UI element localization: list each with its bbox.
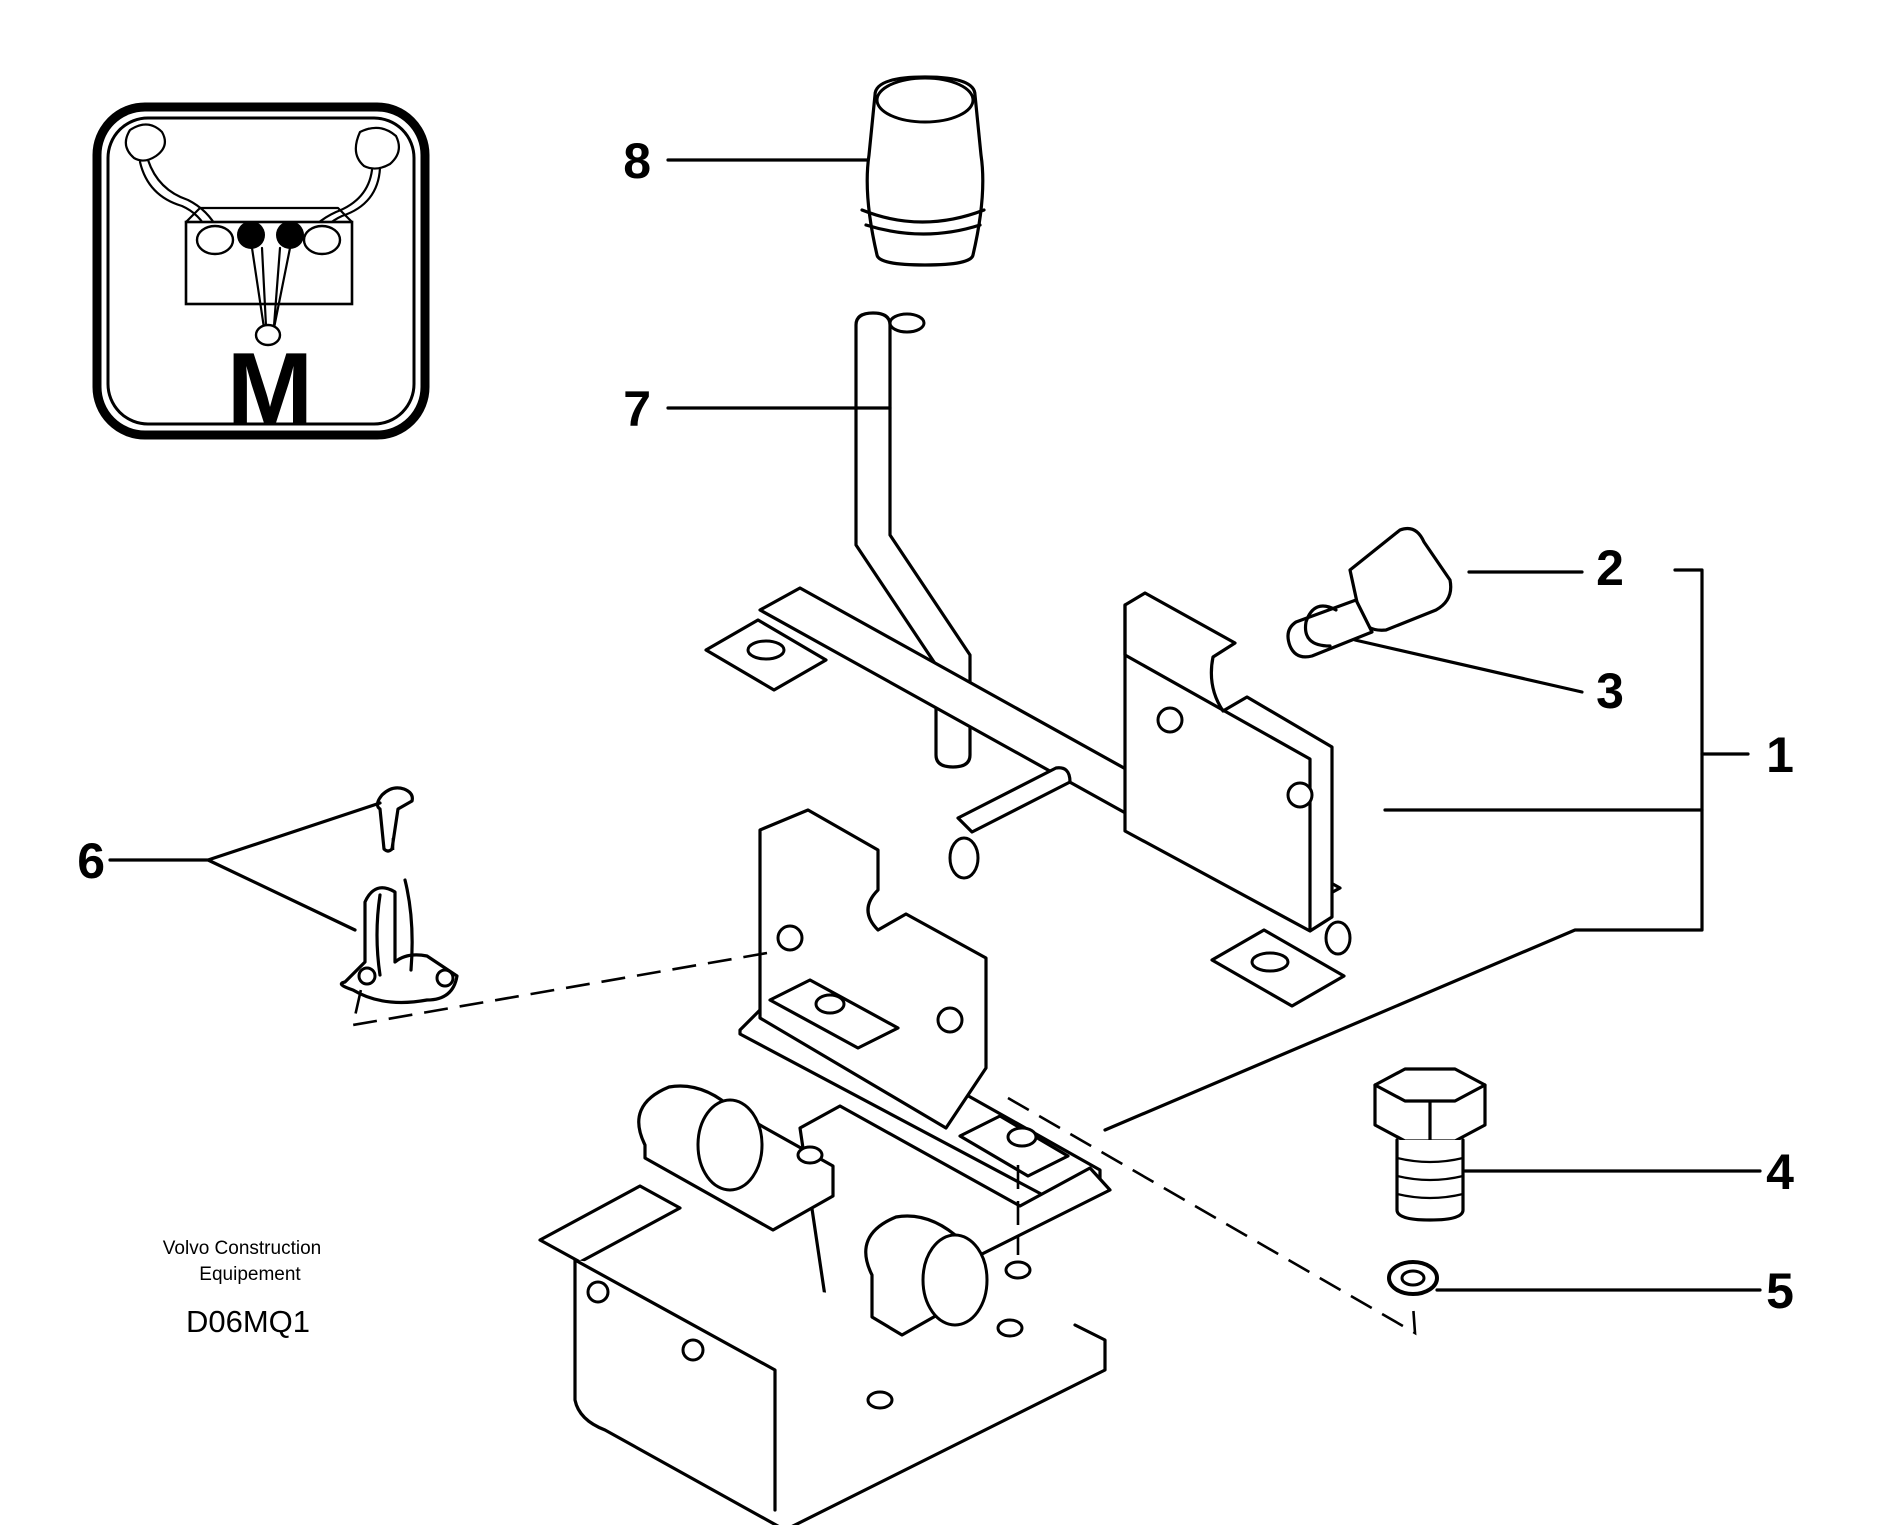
control-levers-icon: M xyxy=(92,102,430,448)
knob-part-8 xyxy=(860,75,986,267)
pivot-block-upper xyxy=(1123,591,1334,933)
hinge-base xyxy=(538,1084,1112,1525)
publisher-credit: Volvo Construction Equipement D06MQ1 xyxy=(163,1238,321,1339)
credit-line-1: Volvo Construction xyxy=(163,1238,321,1259)
clip-part-6 xyxy=(339,786,459,1005)
icon-letter: M xyxy=(227,332,314,448)
callout-1: 1 xyxy=(1766,727,1794,783)
bolt-part-2 xyxy=(1286,526,1453,659)
assembly-lines xyxy=(351,838,1417,1336)
diagram-code: D06MQ1 xyxy=(186,1304,310,1339)
callout-3: 3 xyxy=(1596,663,1624,719)
washer-part-5 xyxy=(1387,1260,1439,1296)
callout-8: 8 xyxy=(623,133,651,189)
credit-line-2: Equipement xyxy=(199,1264,301,1285)
bolt-part-4 xyxy=(1373,1067,1487,1222)
callout-5: 5 xyxy=(1766,1263,1794,1319)
leader-lines xyxy=(108,158,1762,1292)
callout-labels: 8 7 6 2 3 1 4 5 xyxy=(77,133,1794,1319)
mounting-plate xyxy=(738,808,1102,1206)
callout-2: 2 xyxy=(1596,540,1624,596)
callout-4: 4 xyxy=(1766,1144,1794,1200)
callout-6: 6 xyxy=(77,833,105,889)
lever-rod-part-7 xyxy=(854,311,972,769)
circlip-part-3 xyxy=(1303,604,1338,648)
callout-7: 7 xyxy=(623,381,651,437)
